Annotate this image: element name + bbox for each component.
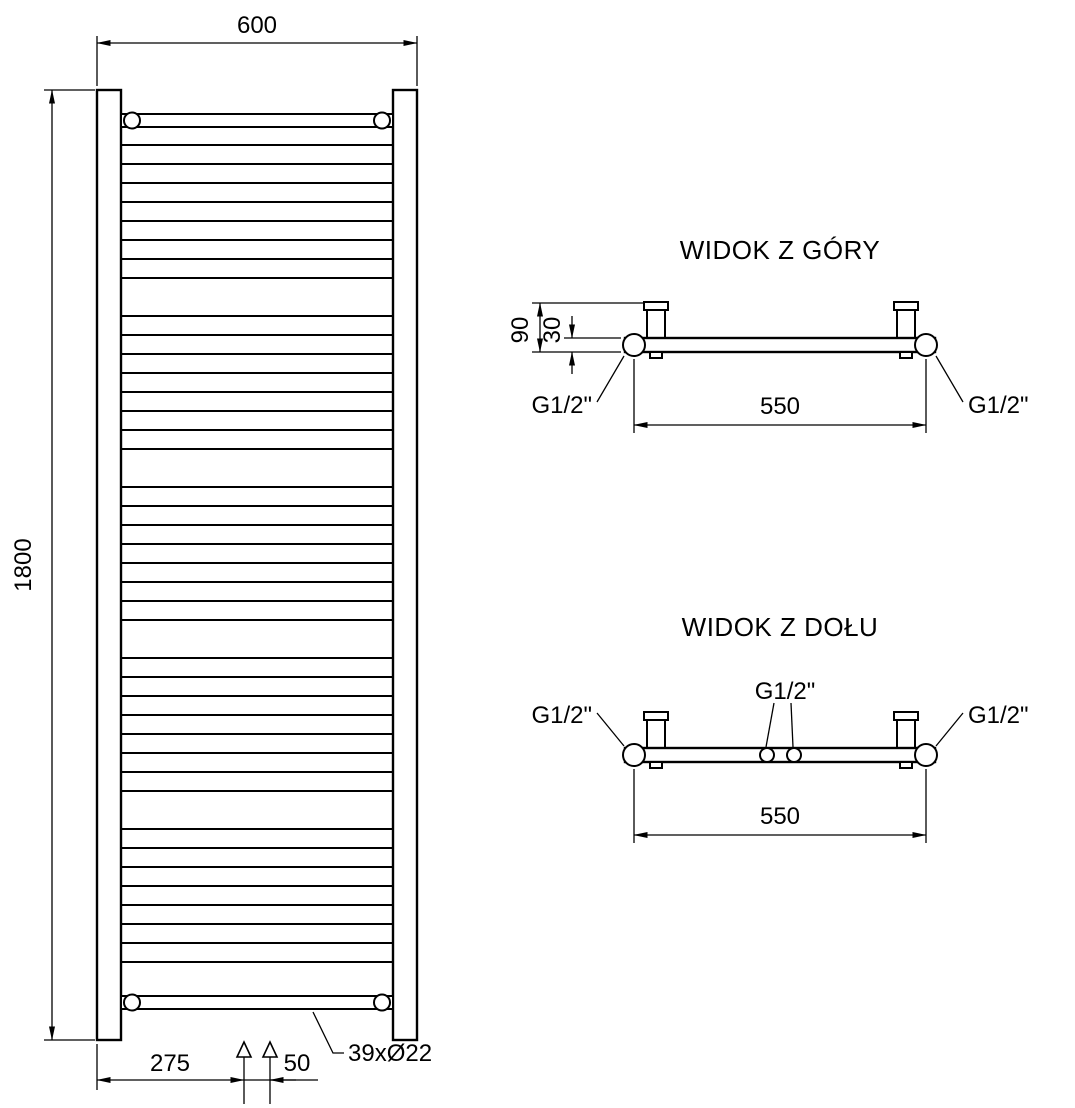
right-valve-fitting [261, 1040, 279, 1058]
right-end-connection [914, 333, 938, 357]
g12-top-right-leader [935, 355, 964, 403]
dim-width-label: 600 [237, 12, 277, 39]
bottom-crossbar [120, 995, 394, 1010]
top-view-title: WIDOK Z GÓRY [680, 235, 881, 265]
g12-top-left-leader [596, 355, 625, 403]
left-end-connection [622, 333, 646, 357]
bottom-left-plug [123, 993, 141, 1012]
g12-bottom-right: G1/2" [935, 702, 1029, 747]
g12-center-left-leader [765, 702, 775, 748]
g12-center-right-leader [790, 702, 794, 748]
g12-bottom-center: G1/2" [755, 678, 816, 748]
left-end-connection [622, 743, 646, 767]
center-right-connection [786, 747, 802, 763]
right-end-connection [914, 743, 938, 767]
right-collector [391, 88, 419, 1042]
center-left-connection [759, 747, 775, 763]
left-bracket [646, 309, 666, 339]
top-right-plug [373, 111, 391, 130]
left-bracket [646, 719, 666, 749]
dim-90-label: 90 [507, 317, 534, 344]
front-view: 600 1800 275 50 39xØ22 [10, 12, 432, 1104]
dim-550-top: 550 [633, 359, 927, 433]
bottom-connections [235, 1040, 279, 1104]
g12-top-right: G1/2" [935, 355, 1029, 419]
dim-height: 1800 [10, 89, 95, 1041]
rung-group [121, 144, 393, 963]
right-bracket [896, 309, 916, 339]
dim-height-label: 1800 [10, 538, 37, 591]
bottom-view-drawing [622, 711, 938, 769]
left-valve-fitting [235, 1040, 253, 1058]
dim-50-label: 50 [284, 1050, 311, 1077]
dim-30: 30 [539, 316, 621, 374]
left-bracket-cap [643, 301, 669, 311]
g12-top-left-label: G1/2" [531, 392, 592, 419]
right-bracket-cap [893, 711, 919, 721]
g12-bottom-right-label: G1/2" [968, 702, 1029, 729]
bottom-view: WIDOK Z DOŁU G1/2" G1/2" G1/2" [531, 612, 1029, 843]
g12-bottom-right-leader [935, 712, 964, 747]
g12-bottom-left-label: G1/2" [531, 702, 592, 729]
dim-275-label: 275 [150, 1050, 190, 1077]
top-crossbar [120, 113, 394, 128]
top-view-drawing [622, 301, 938, 359]
g12-bottom-center-label: G1/2" [755, 678, 816, 705]
left-foot [649, 761, 663, 769]
top-left-plug [123, 111, 141, 130]
dim-550-top-label: 550 [760, 393, 800, 420]
dim-550-bottom: 550 [633, 769, 927, 843]
dim-30-label: 30 [539, 317, 566, 344]
tube-note-leader [312, 1011, 344, 1054]
tube-note-label: 39xØ22 [348, 1040, 432, 1067]
left-foot [649, 351, 663, 359]
g12-bottom-left-leader [596, 712, 625, 747]
radiator-body [95, 88, 419, 1042]
g12-bottom-left: G1/2" [531, 702, 625, 747]
left-collector [95, 88, 123, 1042]
g12-top-right-label: G1/2" [968, 392, 1029, 419]
bottom-right-plug [373, 993, 391, 1012]
right-foot [899, 761, 913, 769]
left-bracket-cap [643, 711, 669, 721]
dim-90: 90 [507, 302, 644, 353]
g12-top-left: G1/2" [531, 355, 625, 419]
right-bracket-cap [893, 301, 919, 311]
bottom-view-title: WIDOK Z DOŁU [682, 612, 879, 642]
dim-550-bottom-label: 550 [760, 803, 800, 830]
collector-tube-bottom [623, 746, 937, 764]
right-foot [899, 351, 913, 359]
tube-note: 39xØ22 [312, 1011, 432, 1067]
dim-bottom: 275 50 [96, 1044, 318, 1090]
right-bracket [896, 719, 916, 749]
dim-width: 600 [96, 12, 418, 86]
top-view: WIDOK Z GÓRY 90 30 G1/2" [507, 235, 1029, 433]
collector-tube-top [623, 336, 937, 354]
